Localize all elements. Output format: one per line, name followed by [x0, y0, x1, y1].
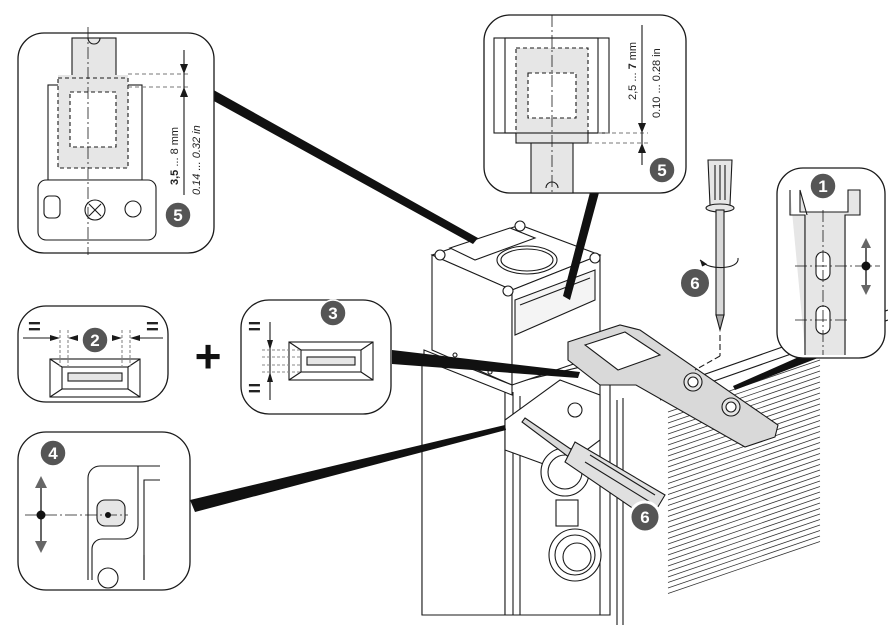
mesh-line — [667, 475, 821, 528]
mesh-line — [667, 530, 821, 583]
detail-callout-5b: 2,5 ... 7 mm 0.10 ... 0.28 in 5 — [483, 14, 687, 195]
plus-operator: + — [195, 330, 222, 382]
dimension-mm-5a: 3,5 ... 8 mm — [169, 127, 181, 185]
mesh-line — [667, 447, 821, 501]
mesh-line — [667, 535, 821, 589]
leader-detail-3 — [392, 350, 580, 378]
mesh-line — [667, 436, 821, 490]
mesh-line — [667, 442, 821, 495]
step-badge-2: 2 — [81, 326, 109, 354]
leader-detail-4 — [190, 425, 506, 512]
equal-mark-top: = — [248, 314, 261, 339]
equal-mark-right: = — [146, 314, 159, 339]
svg-text:6: 6 — [640, 508, 649, 527]
step-badge-5b: 5 — [648, 156, 676, 184]
svg-text:1: 1 — [818, 177, 827, 196]
mesh-line — [667, 425, 821, 479]
mesh-line — [667, 464, 821, 517]
mesh-line — [667, 513, 821, 567]
svg-text:5: 5 — [657, 161, 666, 180]
detail-callout-5a: 3,5 ... 8 mm 0.14 ... 0.32 in 5 — [17, 27, 215, 255]
dimension-mm-5b: 2,5 ... 7 mm — [627, 42, 639, 100]
svg-text:6: 6 — [690, 274, 699, 293]
leader-detail-1 — [733, 352, 818, 390]
step-badge-3: 3 — [319, 299, 347, 327]
mesh-line — [667, 524, 821, 578]
mesh-line — [667, 486, 821, 539]
detail-callout-4: 4 — [17, 431, 191, 591]
detail-callout-2: = = 2 — [17, 305, 169, 403]
mesh-line — [667, 491, 821, 545]
mesh-line — [667, 541, 821, 594]
actuator-key[interactable] — [567, 324, 779, 448]
step-badge-1: 1 — [809, 172, 837, 200]
leader-lines — [190, 88, 818, 512]
mesh-line — [667, 453, 821, 506]
mesh-line — [667, 469, 821, 523]
mesh-line — [667, 502, 821, 556]
step-badge-4: 4 — [39, 439, 67, 467]
mesh-line — [667, 519, 821, 572]
svg-text:5: 5 — [173, 206, 182, 225]
mesh-line — [667, 497, 821, 550]
step-badge-6-top: 6 — [679, 267, 711, 299]
mesh-line — [667, 480, 821, 534]
svg-text:2: 2 — [90, 331, 99, 350]
equal-mark-bottom: = — [248, 376, 261, 401]
detail-callout-3: = = 3 — [240, 299, 392, 415]
dimension-in-5b: 0.10 ... 0.28 in — [651, 48, 663, 118]
dimension-in-5a: 0.14 ... 0.32 in — [191, 125, 203, 195]
mesh-line — [667, 508, 821, 561]
step-badge-5a: 5 — [164, 201, 192, 229]
mesh-line — [667, 431, 821, 484]
equal-mark-left: = — [28, 314, 41, 339]
detail-callout-1: 1 — [776, 167, 886, 359]
step-badge-6-bottom: 6 — [628, 500, 662, 534]
svg-text:4: 4 — [48, 444, 58, 463]
main-assembly — [421, 159, 888, 625]
mesh-line — [667, 458, 821, 512]
leader-detail-5a — [210, 88, 478, 244]
svg-text:3: 3 — [328, 304, 337, 323]
screwdriver-vertical[interactable] — [694, 159, 739, 371]
